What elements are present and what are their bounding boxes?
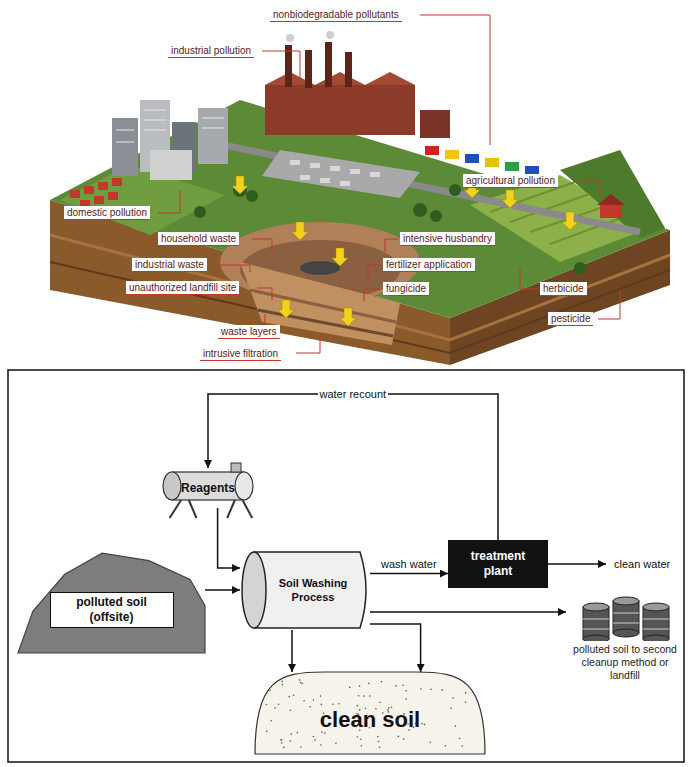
pollution-label: unauthorized landfill site bbox=[126, 281, 239, 295]
polluted-soil-pile: polluted soil (offsite) bbox=[18, 548, 205, 653]
pollution-label: industrial pollution bbox=[168, 44, 254, 58]
flow-arrow bbox=[370, 611, 566, 613]
clean-soil-pile: clean soil bbox=[255, 672, 485, 754]
process-label: treatment plant bbox=[456, 549, 540, 579]
cyl-outline bbox=[240, 550, 370, 630]
pollution-label: industrial waste bbox=[132, 258, 207, 272]
pollution-label: intrusive filtration bbox=[200, 347, 281, 361]
tank-label: Reagents bbox=[165, 481, 251, 495]
washing-drum: Soil Washing Process bbox=[240, 550, 370, 630]
pile-label: clean soil bbox=[320, 707, 420, 733]
reagent-tank: Reagents bbox=[160, 468, 256, 508]
edge-label: water recount bbox=[318, 387, 389, 401]
barrel-caption: polluted soil to second cleanup method o… bbox=[566, 643, 684, 682]
output-label: clean water bbox=[612, 557, 672, 571]
flow-arrow bbox=[208, 394, 498, 540]
pollution-label: household waste bbox=[158, 232, 239, 246]
pollution-label: waste layers bbox=[218, 325, 280, 339]
flow-arrow bbox=[291, 630, 293, 672]
barrel-icon bbox=[577, 585, 673, 641]
flow-arrow bbox=[205, 589, 240, 591]
pollution-label: domestic pollution bbox=[64, 206, 150, 220]
flow-arrow bbox=[218, 508, 240, 568]
barrel-group: polluted soil to second cleanup method o… bbox=[566, 585, 684, 685]
pollution-label: fertilizer application bbox=[383, 258, 475, 272]
pollution-label: nonbiodegradable pollutants bbox=[270, 8, 402, 22]
process-label: Soil Washing Process bbox=[266, 576, 360, 604]
edge-label: wash water bbox=[379, 557, 439, 571]
pollution-label: herbicide bbox=[540, 282, 587, 296]
pollution-label: intensive husbandry bbox=[400, 232, 495, 246]
pollution-label: agricultural pollution bbox=[463, 174, 558, 188]
treatment-box: treatment plant bbox=[448, 540, 548, 588]
pile-label: polluted soil (offsite) bbox=[50, 592, 174, 628]
flow-arrow bbox=[370, 573, 448, 575]
pollution-label: pesticide bbox=[548, 312, 593, 326]
flow-arrow bbox=[370, 624, 421, 672]
pollution-label: fungicide bbox=[383, 282, 429, 296]
